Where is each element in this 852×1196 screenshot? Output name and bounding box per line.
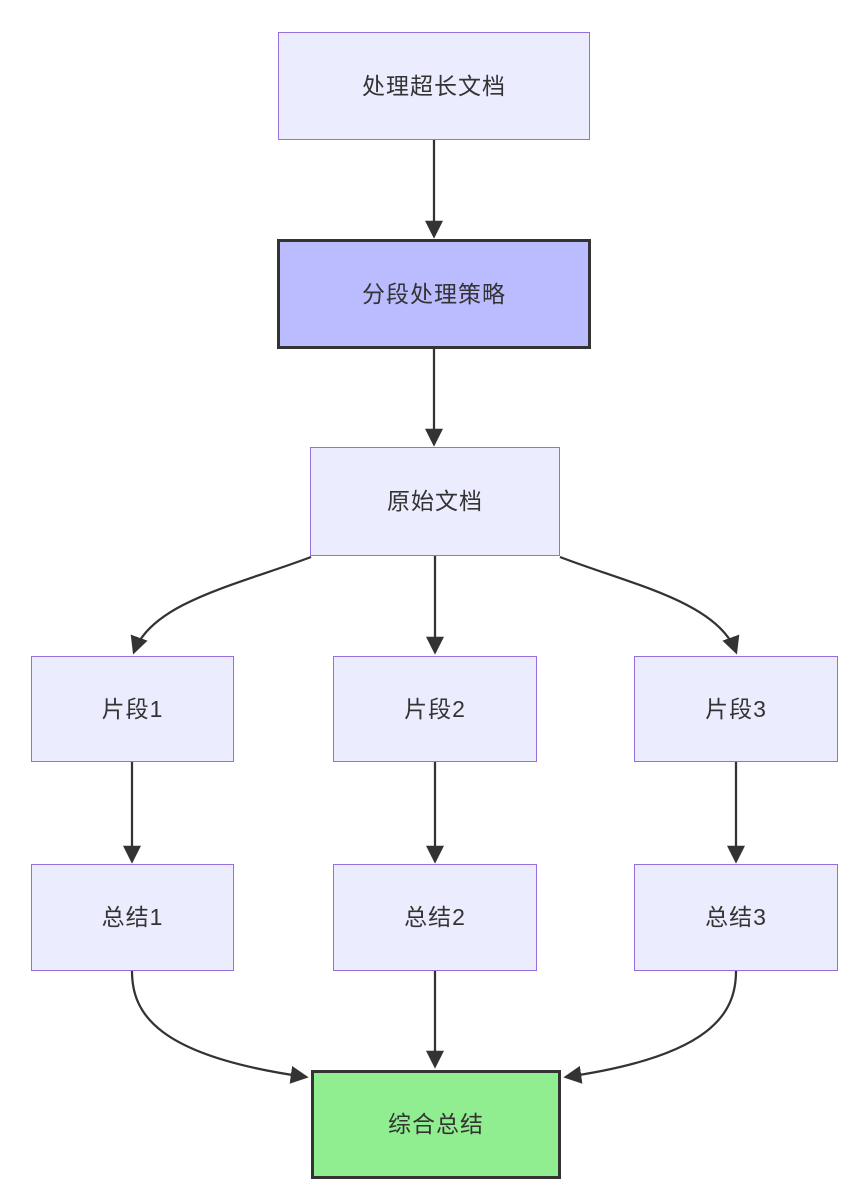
node-strategy-label: 分段处理策略 <box>362 280 506 307</box>
node-fragment-3: 片段3 <box>634 656 838 762</box>
edge-source-doc-to-fragment-3 <box>559 555 740 655</box>
node-final-label: 综合总结 <box>388 1111 484 1138</box>
node-summary-1-label: 总结1 <box>101 904 164 931</box>
node-summary-2-label: 总结2 <box>404 904 466 931</box>
node-strategy: 分段处理策略 <box>277 239 591 349</box>
node-summary-3: 总结3 <box>634 864 838 971</box>
edge-source-doc-to-fragment-1 <box>130 555 312 655</box>
node-fragment-1: 片段1 <box>31 656 234 762</box>
node-source-doc-label: 原始文档 <box>387 488 483 515</box>
node-final: 综合总结 <box>311 1070 561 1179</box>
node-fragment-3-label: 片段3 <box>705 695 767 722</box>
edge-summary-1-to-final <box>130 970 309 1084</box>
node-summary-1: 总结1 <box>31 864 234 971</box>
node-start-label: 处理超长文档 <box>362 72 506 99</box>
node-source-doc: 原始文档 <box>310 447 560 556</box>
node-start: 处理超长文档 <box>278 32 590 140</box>
node-summary-2: 总结2 <box>333 864 537 971</box>
node-summary-3-label: 总结3 <box>705 904 767 931</box>
node-fragment-1-label: 片段1 <box>101 695 164 722</box>
edge-summary-3-to-final <box>563 970 738 1084</box>
node-fragment-2-label: 片段2 <box>404 695 466 722</box>
node-fragment-2: 片段2 <box>333 656 537 762</box>
